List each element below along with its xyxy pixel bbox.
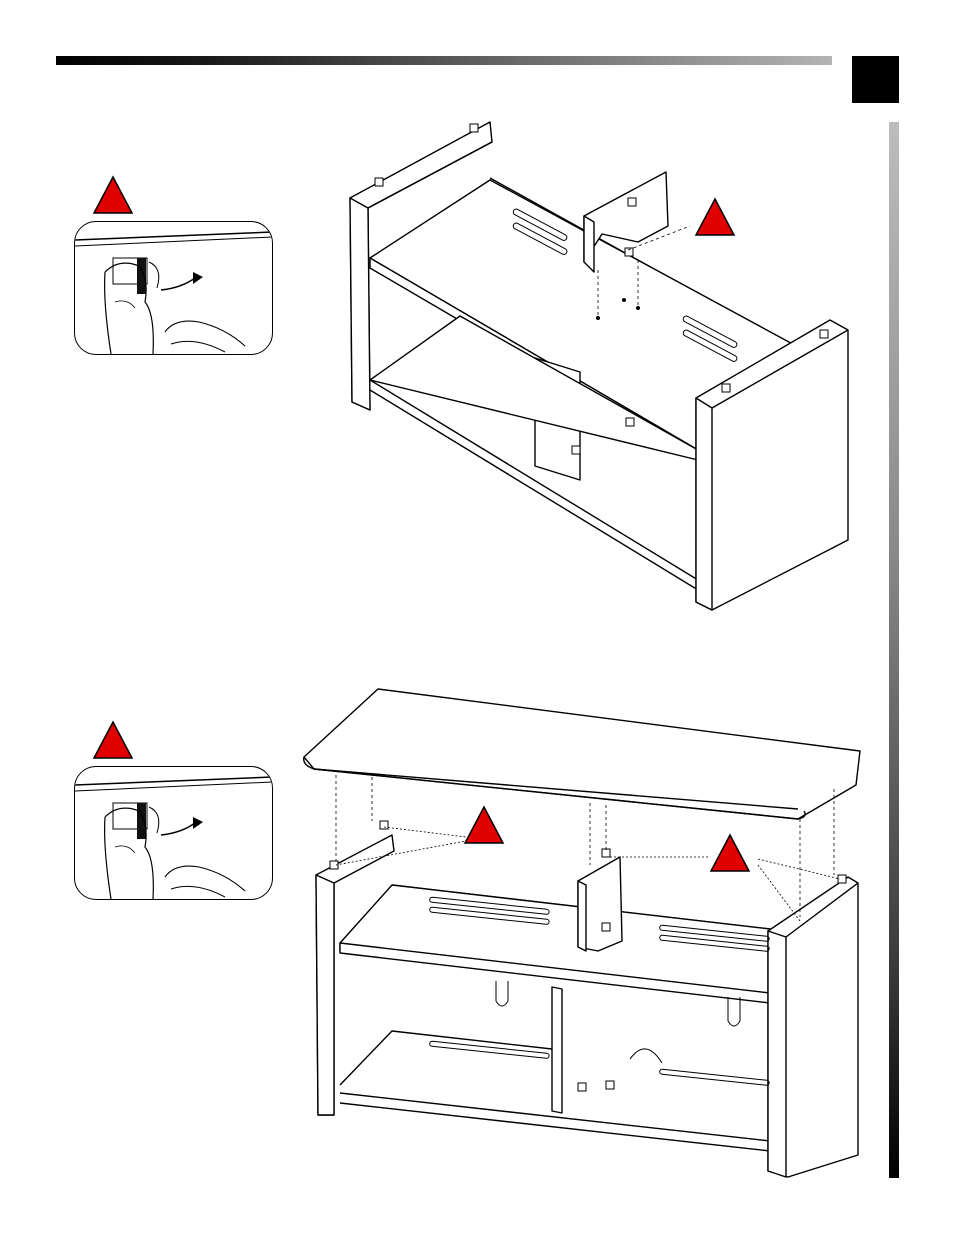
warning-triangle-icon: [709, 833, 751, 873]
cam-lock-inset-1: [74, 221, 273, 355]
step-number-box: [852, 56, 899, 103]
warning-triangle-icon: [92, 720, 134, 760]
hand-cam-lock-icon: [75, 222, 272, 354]
cabinet-frame-illustration: [340, 110, 860, 620]
cabinet-top-illustration: [300, 685, 870, 1180]
warning-triangle-icon: [92, 175, 134, 215]
warning-triangle-icon: [694, 197, 736, 237]
warning-triangle-icon: [463, 805, 505, 845]
hand-cam-lock-icon: [75, 767, 272, 899]
cam-lock-inset-2: [74, 766, 273, 900]
side-gradient-bar: [889, 122, 899, 1178]
header-gradient-bar: [56, 56, 832, 65]
